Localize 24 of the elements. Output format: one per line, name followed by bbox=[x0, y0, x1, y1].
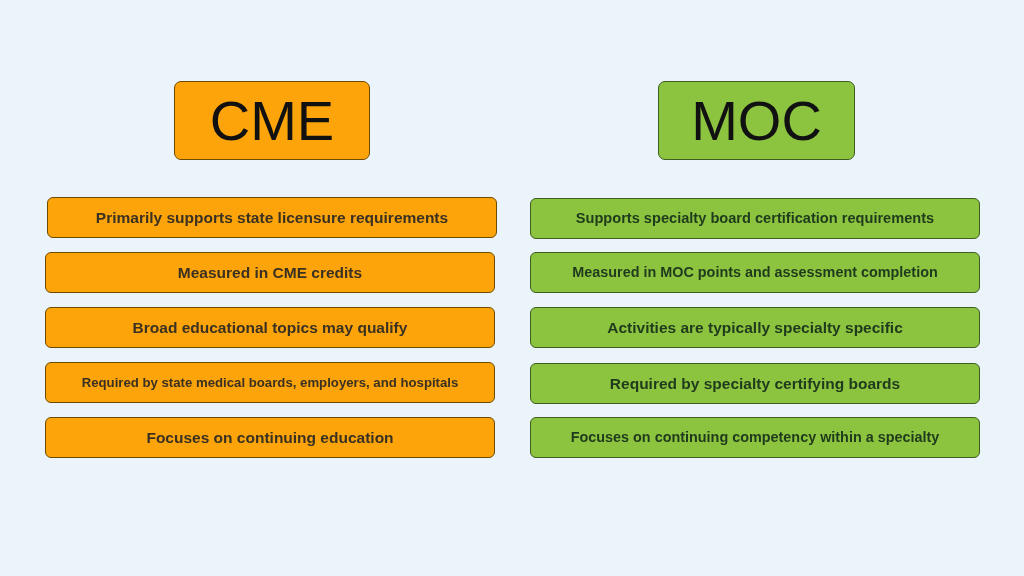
feature-box bbox=[530, 252, 980, 293]
feature-text: Focuses on continuing competency within a specialty bbox=[570, 429, 940, 446]
feature-text: Measured in CME credits bbox=[177, 263, 363, 282]
feature-box bbox=[45, 252, 495, 293]
feature-box bbox=[45, 362, 495, 403]
feature-box bbox=[530, 363, 980, 404]
feature-box bbox=[45, 307, 495, 348]
heading-text: CME bbox=[209, 92, 335, 149]
feature-text: Required by specialty certifying boards bbox=[609, 374, 901, 393]
feature-text: Focuses on continuing education bbox=[146, 428, 394, 447]
feature-box bbox=[530, 417, 980, 458]
feature-box bbox=[47, 197, 497, 238]
heading-box bbox=[174, 81, 370, 160]
feature-text: Primarily supports state licensure requirements bbox=[95, 208, 449, 227]
feature-text: Broad educational topics may qualify bbox=[132, 318, 408, 337]
feature-text: Activities are typically specialty specific bbox=[607, 318, 903, 337]
feature-box bbox=[530, 307, 980, 348]
feature-text: Required by state medical boards, employers, and hospitals bbox=[81, 374, 459, 391]
feature-box bbox=[45, 417, 495, 458]
heading-text: MOC bbox=[691, 92, 822, 149]
heading-box bbox=[658, 81, 855, 160]
feature-text: Measured in MOC points and assessment completion bbox=[572, 264, 938, 281]
feature-text: Supports specialty board certification requirements bbox=[575, 210, 935, 227]
feature-box bbox=[530, 198, 980, 239]
